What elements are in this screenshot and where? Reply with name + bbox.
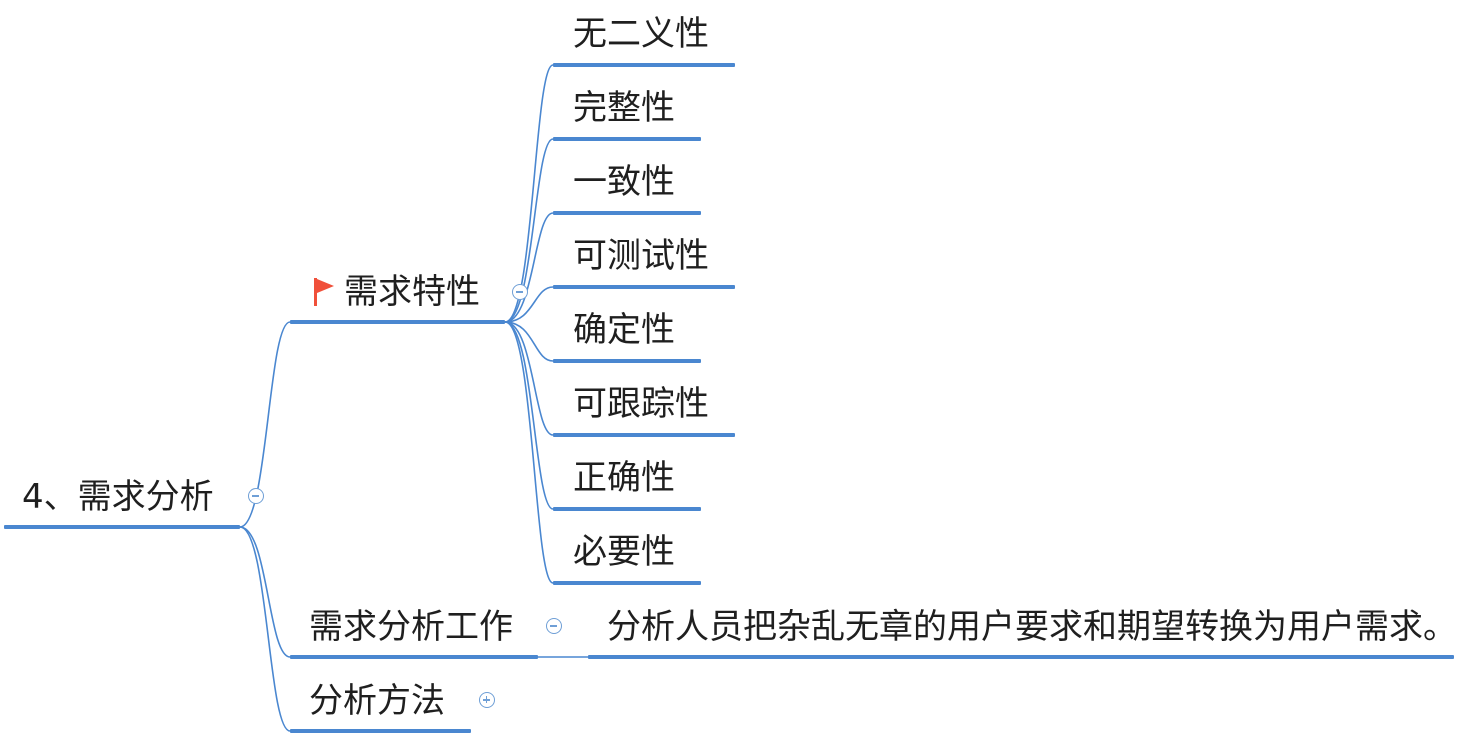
plus-icon-vertical — [485, 696, 488, 703]
characteristic-label: 确定性 — [573, 310, 675, 350]
characteristic-underline — [553, 433, 735, 437]
connector-characteristics-child-7 — [504, 321, 554, 510]
analysis-work-description-label: 分析人员把杂乱无章的用户要求和期望转换为用户需求。 — [607, 607, 1457, 647]
branch-analysis-methods-label: 分析方法 — [309, 681, 445, 721]
connector-root-to-analysis-methods — [239, 526, 291, 732]
characteristic-topic[interactable]: 正确性 — [573, 458, 675, 498]
branch-requirement-characteristics-underline — [290, 320, 505, 324]
characteristic-label: 完整性 — [573, 88, 675, 128]
root-collapse-toggle[interactable] — [248, 488, 264, 504]
characteristic-topic[interactable]: 可测试性 — [573, 236, 709, 276]
characteristic-label: 正确性 — [573, 458, 675, 498]
characteristic-underline — [553, 359, 701, 363]
connector-characteristics-child-2 — [504, 138, 554, 323]
connector-characteristics-child-5 — [504, 321, 554, 362]
branch-requirement-characteristics-label: 需求特性 — [344, 272, 480, 312]
branch-analysis-work-underline — [290, 655, 538, 659]
root-topic-underline — [4, 525, 240, 529]
analysis-work-description[interactable]: 分析人员把杂乱无章的用户要求和期望转换为用户需求。 — [607, 607, 1457, 647]
minus-icon — [252, 495, 259, 497]
branch-analysis-work-label: 需求分析工作 — [309, 607, 513, 647]
root-topic-label: 4、需求分析 — [22, 477, 214, 517]
connector-characteristics-child-6 — [504, 321, 554, 436]
characteristic-topic[interactable]: 完整性 — [573, 88, 675, 128]
characteristic-label: 无二义性 — [573, 14, 709, 54]
analysis-work-description-underline — [588, 655, 1454, 659]
characteristic-underline — [553, 507, 701, 511]
branch-requirement-characteristics[interactable]: 需求特性 — [344, 272, 480, 312]
connector-characteristics-child-3 — [504, 212, 554, 323]
characteristic-label: 可测试性 — [573, 236, 709, 276]
characteristic-label: 必要性 — [573, 532, 675, 572]
characteristic-underline — [553, 63, 735, 67]
branch-analysis-methods-underline — [290, 729, 471, 733]
characteristic-topic[interactable]: 确定性 — [573, 310, 675, 350]
branch-analysis-work-collapse-toggle[interactable] — [546, 618, 562, 634]
branch-analysis-work[interactable]: 需求分析工作 — [309, 607, 513, 647]
minus-icon — [516, 291, 523, 293]
characteristic-underline — [553, 581, 701, 585]
connector-characteristics-child-4 — [504, 286, 554, 323]
connector-root-to-requirement-characteristics — [239, 321, 291, 528]
branch-analysis-methods-expand-toggle[interactable] — [479, 692, 495, 708]
connector-characteristics-child-8 — [504, 321, 554, 584]
connector-characteristics-child-1 — [504, 64, 554, 323]
characteristic-topic[interactable]: 一致性 — [573, 162, 675, 202]
connector-root-to-analysis-work — [239, 526, 291, 658]
characteristic-underline — [553, 137, 701, 141]
characteristic-underline — [553, 285, 735, 289]
minus-icon — [550, 625, 557, 627]
characteristic-label: 可跟踪性 — [573, 384, 709, 424]
flag-icon — [314, 278, 334, 306]
branch-requirement-characteristics-collapse-toggle[interactable] — [512, 284, 528, 300]
characteristic-underline — [553, 211, 701, 215]
characteristic-label: 一致性 — [573, 162, 675, 202]
characteristic-topic[interactable]: 可跟踪性 — [573, 384, 709, 424]
branch-analysis-methods[interactable]: 分析方法 — [309, 681, 445, 721]
root-topic[interactable]: 4、需求分析 — [22, 477, 214, 517]
characteristic-topic[interactable]: 无二义性 — [573, 14, 709, 54]
characteristic-topic[interactable]: 必要性 — [573, 532, 675, 572]
